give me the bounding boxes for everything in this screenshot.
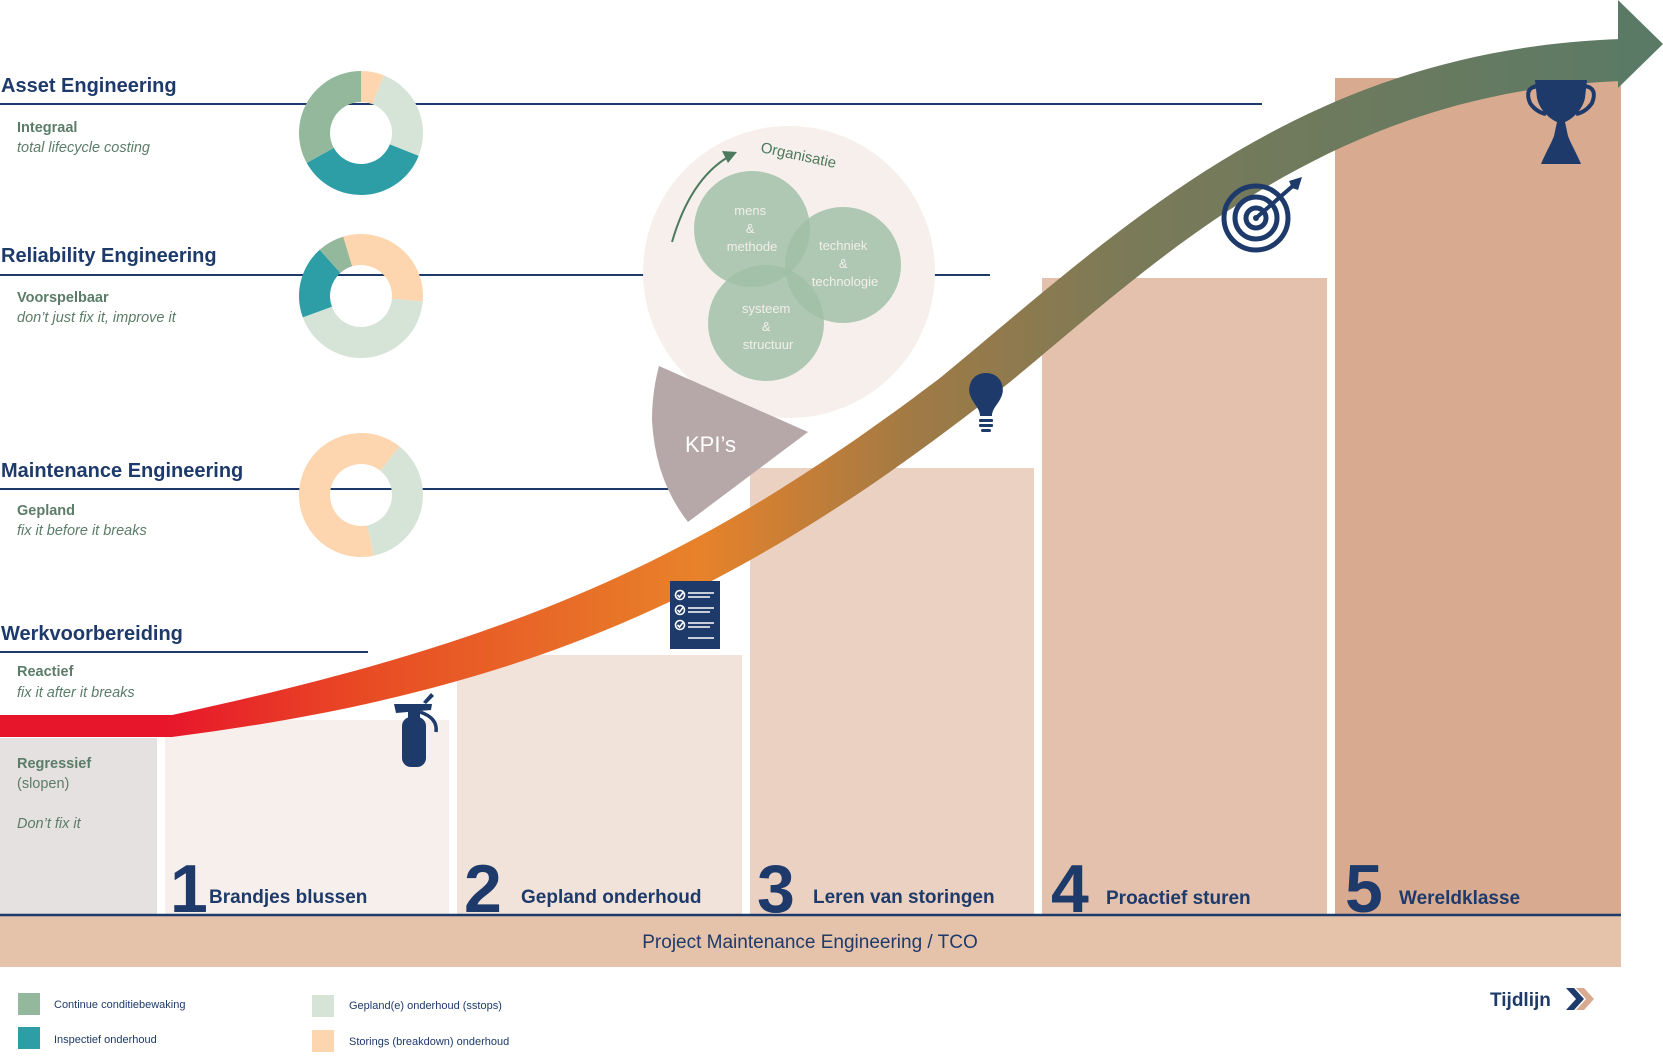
step-column-2 xyxy=(457,655,742,915)
organisation-curved-arrow xyxy=(671,156,729,243)
level-asset-engineering: Asset Engineering Integraal total lifecy… xyxy=(1,75,177,156)
legend-item-storingen: Storings (breakdown) onderhoud xyxy=(312,1030,509,1052)
level-description: fix it before it breaks xyxy=(17,523,147,539)
venn-label-techniek: techniek & technologie xyxy=(812,238,879,289)
legend-item-continue: Continue conditiebewaking xyxy=(18,993,185,1015)
regressive-title: Regressief xyxy=(17,756,91,772)
legend-swatch xyxy=(312,995,334,1017)
donut-1-segment-storingen xyxy=(361,71,384,105)
step-label: Brandjes blussen xyxy=(209,887,367,908)
step-column-3 xyxy=(750,468,1034,915)
level-subtitle: Integraal xyxy=(17,120,77,136)
footer-band xyxy=(0,915,1621,967)
step-number: 5 xyxy=(1345,851,1383,927)
step-column-4 xyxy=(1042,278,1327,915)
venn-diagram: mens & methode techniek & technologie sy… xyxy=(694,171,901,381)
step-4: 4 Proactief sturen xyxy=(1051,851,1251,927)
legend: Continue conditiebewaking Inspectief ond… xyxy=(18,993,509,1052)
step-1: 1 Brandjes blussen xyxy=(170,851,367,927)
target-icon xyxy=(1221,177,1302,253)
legend-label: Continue conditiebewaking xyxy=(54,999,185,1011)
step-label: Wereldklasse xyxy=(1399,888,1520,909)
checklist-icon xyxy=(670,581,720,649)
trophy-icon xyxy=(1526,80,1596,164)
donut-3-segment-gepland xyxy=(367,446,423,556)
legend-swatch xyxy=(18,993,40,1015)
venn-circle-mens xyxy=(694,171,810,287)
step-label: Proactief sturen xyxy=(1106,888,1251,909)
level-subtitle: Gepland xyxy=(17,503,75,519)
step-5: 5 Wereldklasse xyxy=(1345,851,1520,927)
step-label: Leren van storingen xyxy=(813,887,995,908)
step-number: 3 xyxy=(757,851,795,927)
step-label: Gepland onderhoud xyxy=(521,887,702,908)
timeline-link[interactable]: Tijdlijn xyxy=(1490,988,1594,1011)
legend-item-gepland: Gepland(e) onderhoud (sstops) xyxy=(312,995,502,1017)
legend-swatch xyxy=(18,1027,40,1049)
growth-arrow-body xyxy=(0,39,1621,737)
lightbulb-icon xyxy=(969,373,1003,432)
level-maintenance-engineering: Maintenance Engineering Gepland fix it b… xyxy=(1,460,243,539)
donut-2-segment-inspectief xyxy=(298,249,341,318)
level-title: Werkvoorbereiding xyxy=(1,623,183,645)
fire-extinguisher-icon xyxy=(394,693,438,767)
venn-circle-systeem xyxy=(708,265,824,381)
level-werkvoorbereiding: Werkvoorbereiding Reactief fix it after … xyxy=(1,623,183,701)
step-3: 3 Leren van storingen xyxy=(757,851,995,927)
step-number: 2 xyxy=(464,851,502,927)
step-number: 4 xyxy=(1051,851,1089,927)
legend-label: Storings (breakdown) onderhoud xyxy=(349,1036,509,1048)
level-description: total lifecycle costing xyxy=(17,140,150,156)
legend-swatch xyxy=(312,1030,334,1052)
level-title: Asset Engineering xyxy=(1,75,177,97)
level-title: Reliability Engineering xyxy=(1,245,217,267)
level-subtitle: Voorspelbaar xyxy=(17,290,109,306)
donut-2-segment-gepland xyxy=(302,298,423,358)
donut-2-segment-continue xyxy=(319,236,353,273)
step-number: 1 xyxy=(170,851,208,927)
level-subtitle: Reactief xyxy=(17,664,74,680)
donut-1-segment-gepland xyxy=(372,75,423,156)
regressive-paren: (slopen) xyxy=(17,776,69,792)
donut-1-segment-continue xyxy=(298,70,361,163)
venn-label-mens: mens & methode xyxy=(727,203,778,254)
step-column-1 xyxy=(165,720,449,915)
level-reliability-engineering: Reliability Engineering Voorspelbaar don… xyxy=(1,245,217,326)
chevron-right-icon xyxy=(1576,988,1594,1010)
legend-item-inspectief: Inspectief onderhoud xyxy=(18,1027,157,1049)
level-description: don’t just fix it, improve it xyxy=(17,310,177,326)
donut-3-segment-storingen xyxy=(298,432,400,557)
timeline-label: Tijdlijn xyxy=(1490,990,1551,1011)
regressive-description: Don’t fix it xyxy=(17,816,82,832)
organisation-arrowhead xyxy=(722,151,737,163)
donut-2-segment-storingen xyxy=(343,234,423,302)
kpi-wedge xyxy=(652,366,808,522)
growth-arrowhead xyxy=(1618,0,1663,88)
level-description: fix it after it breaks xyxy=(17,685,135,701)
donut-1-segment-inspectief xyxy=(306,144,419,195)
chevron-right-icon xyxy=(1566,988,1584,1010)
regressive-column xyxy=(0,738,157,915)
venn-label-systeem: systeem & structuur xyxy=(742,301,794,352)
legend-label: Gepland(e) onderhoud (sstops) xyxy=(349,1000,502,1012)
legend-label: Inspectief onderhoud xyxy=(54,1034,157,1046)
level-title: Maintenance Engineering xyxy=(1,460,243,482)
regressive-block: Regressief (slopen) Don’t fix it xyxy=(17,756,91,832)
footer-label: Project Maintenance Engineering / TCO xyxy=(642,932,978,953)
step-column-5 xyxy=(1335,78,1621,915)
step-2: 2 Gepland onderhoud xyxy=(464,851,702,927)
kpi-label: KPI’s xyxy=(685,432,736,457)
donut-charts xyxy=(298,70,423,557)
